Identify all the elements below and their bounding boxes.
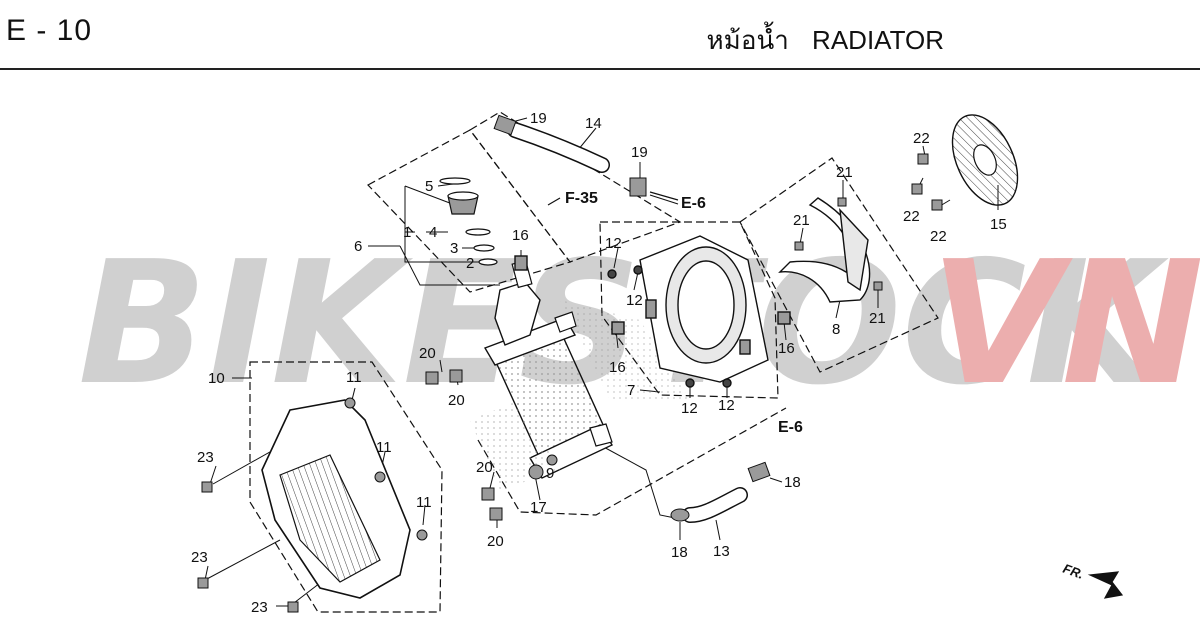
- callout-15[interactable]: 15: [990, 216, 1007, 233]
- callout-9[interactable]: 9: [546, 465, 554, 482]
- front-direction-label: FR.: [1061, 561, 1086, 582]
- radiator-core: [470, 259, 690, 490]
- callout-6[interactable]: 6: [354, 238, 362, 255]
- callout-1[interactable]: 1: [403, 224, 411, 241]
- callout-20-b[interactable]: 20: [448, 392, 465, 409]
- callout-14[interactable]: 14: [585, 115, 602, 132]
- reference-arrows: [547, 191, 1124, 599]
- callout-21-a[interactable]: 21: [836, 164, 853, 181]
- callout-22-a[interactable]: 22: [913, 130, 930, 147]
- ref-e6-top[interactable]: E-6: [681, 195, 706, 212]
- radiator-grille-cover: [261, 397, 428, 599]
- callout-23-c[interactable]: 23: [251, 599, 268, 616]
- cooling-fan: [951, 114, 1019, 206]
- watermark-accent: VN: [930, 225, 1200, 423]
- callout-23-b[interactable]: 23: [191, 549, 208, 566]
- callout-20-d[interactable]: 20: [487, 533, 504, 550]
- upper-hose: [493, 114, 647, 197]
- callout-12-b[interactable]: 12: [626, 292, 643, 309]
- page-header: E - 10 หม้อน้ำ RADIATOR: [0, 0, 1200, 70]
- callout-23-a[interactable]: 23: [197, 449, 214, 466]
- callout-8[interactable]: 8: [832, 321, 840, 338]
- callout-10[interactable]: 10: [208, 370, 225, 387]
- callout-18-b[interactable]: 18: [671, 544, 688, 561]
- ref-f35[interactable]: F-35: [565, 190, 598, 207]
- fan-cover: [778, 197, 871, 303]
- callout-16-a[interactable]: 16: [512, 227, 529, 244]
- callout-2[interactable]: 2: [466, 255, 474, 272]
- callouts: 1 2 3 4 5 6 7 8 9 10 11 11 11 12 12 12 1…: [191, 110, 1007, 616]
- callout-4[interactable]: 4: [429, 224, 437, 241]
- radiator-cap-set: [439, 177, 498, 266]
- callout-22-b[interactable]: 22: [903, 208, 920, 225]
- callout-18-a[interactable]: 18: [784, 474, 801, 491]
- callout-19-b[interactable]: 19: [631, 144, 648, 161]
- callout-20-a[interactable]: 20: [419, 345, 436, 362]
- callout-11-a[interactable]: 11: [346, 369, 362, 386]
- callout-13[interactable]: 13: [713, 543, 730, 560]
- callout-7[interactable]: 7: [627, 382, 635, 399]
- callout-12-d[interactable]: 12: [718, 397, 735, 414]
- page-title: หม้อน้ำ RADIATOR: [707, 20, 944, 61]
- title-english: RADIATOR: [812, 25, 944, 55]
- callout-20-c[interactable]: 20: [476, 459, 493, 476]
- callout-16-b[interactable]: 16: [609, 359, 626, 376]
- outline-group-10: [249, 361, 443, 613]
- bolts: [197, 153, 943, 613]
- radiator-shroud: [514, 235, 791, 388]
- callout-12-a[interactable]: 12: [605, 235, 622, 252]
- callout-16-c[interactable]: 16: [778, 340, 795, 357]
- callout-11-c[interactable]: 11: [416, 494, 432, 511]
- outline-group-8: [739, 157, 939, 373]
- callout-3[interactable]: 3: [450, 240, 458, 257]
- callout-21-b[interactable]: 21: [793, 212, 810, 229]
- callout-12-c[interactable]: 12: [681, 400, 698, 417]
- callout-19-a[interactable]: 19: [530, 110, 547, 127]
- callout-11-b[interactable]: 11: [376, 439, 392, 456]
- title-thai: หม้อน้ำ: [706, 25, 789, 55]
- callout-22-c[interactable]: 22: [930, 228, 947, 245]
- ref-e6-right[interactable]: E-6: [778, 419, 803, 436]
- callout-5[interactable]: 5: [425, 178, 433, 195]
- page-code: E - 10: [6, 14, 93, 47]
- lower-hose: [670, 461, 771, 523]
- callout-21-c[interactable]: 21: [869, 310, 886, 327]
- callout-17[interactable]: 17: [530, 499, 547, 516]
